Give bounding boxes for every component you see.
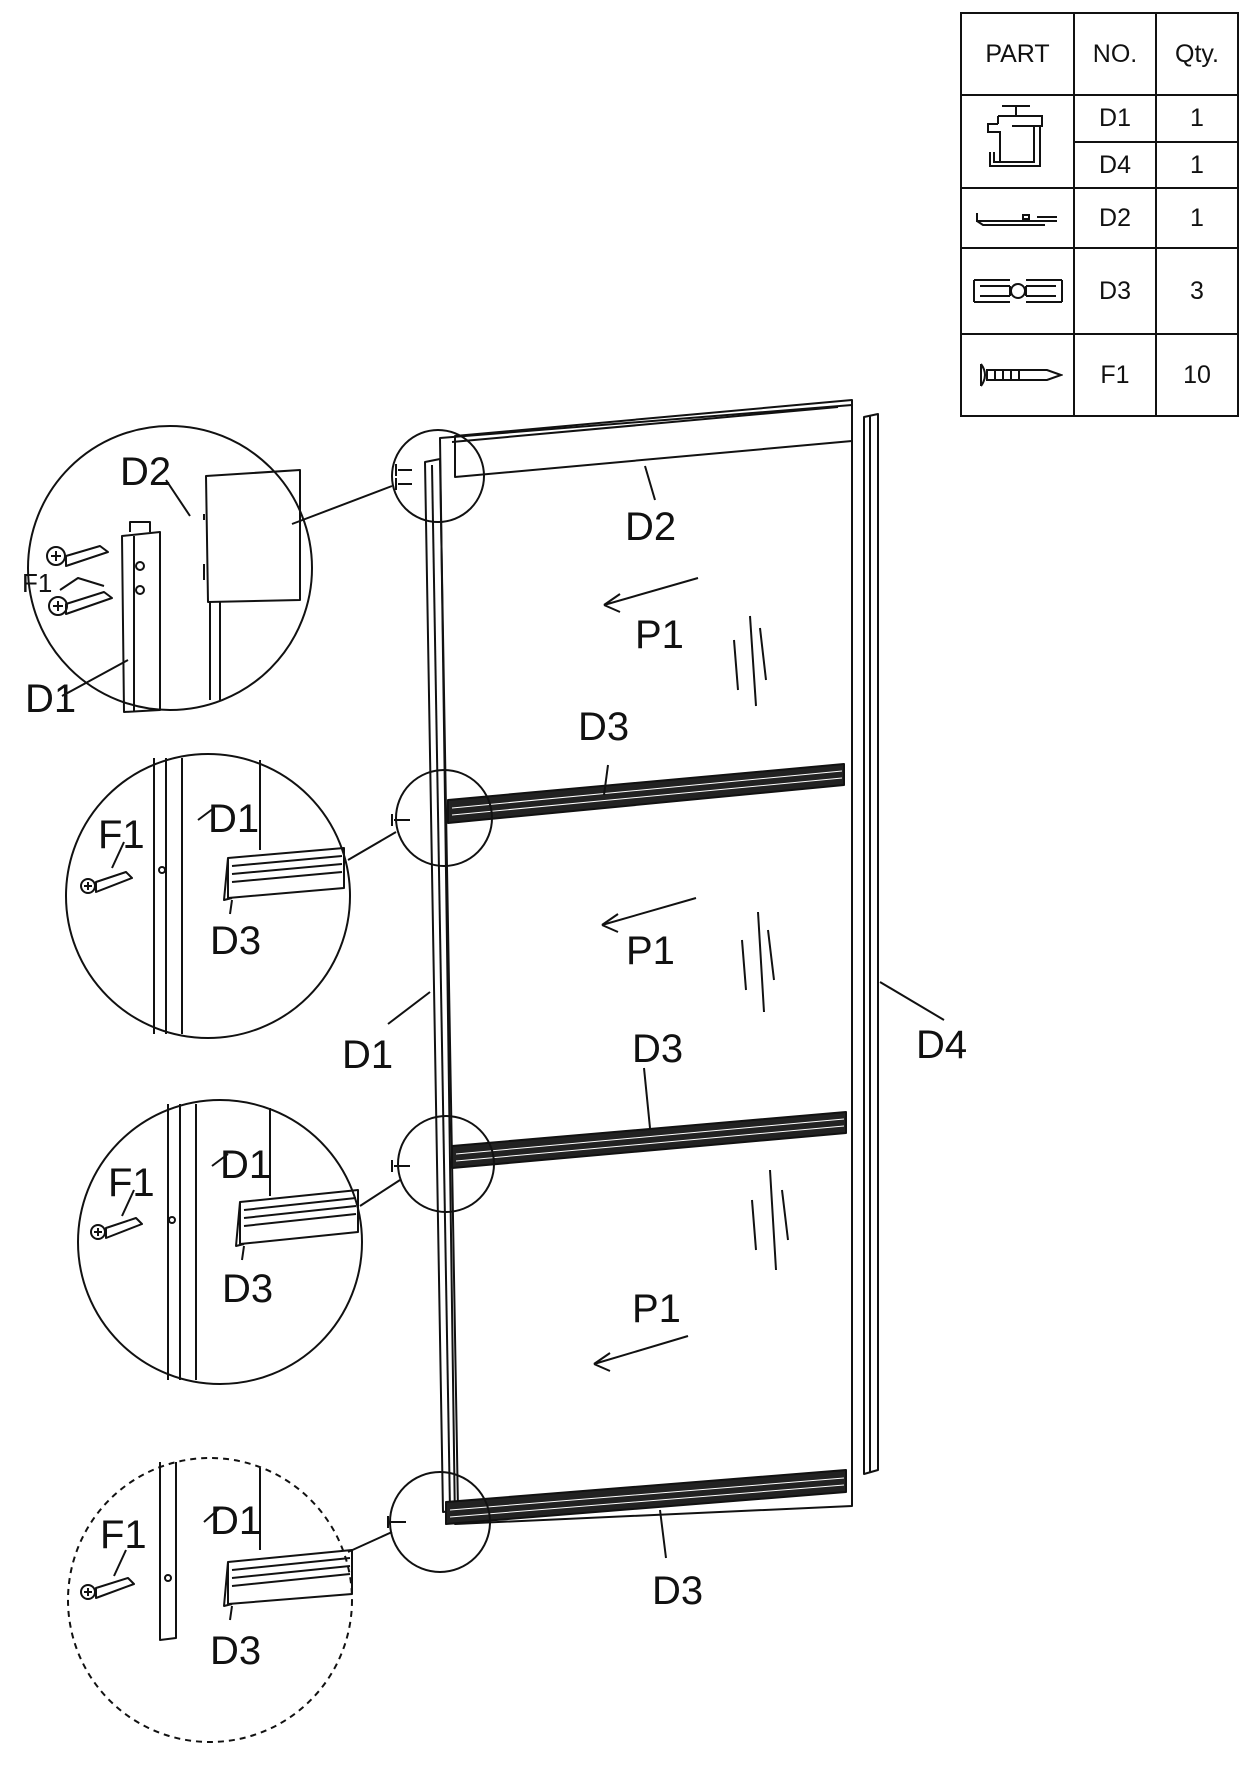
joint-screw-top (395, 464, 412, 490)
label-p1-3: P1 (632, 1287, 681, 1331)
part-qty: 1 (1155, 141, 1239, 189)
parts-row-d4: D4 1 (961, 141, 1239, 189)
screw-icon-graphic (979, 363, 1063, 387)
joint-circle-d3-2 (397, 1115, 495, 1213)
joint-circle-top (391, 429, 485, 523)
label-f1-detail: F1 (22, 568, 52, 598)
label-d3-detail-2: D3 (222, 1267, 273, 1311)
parts-row-d1: D1 1 (960, 94, 1239, 189)
leader-d4 (879, 981, 945, 1021)
label-d1-2: D1 (208, 797, 259, 841)
left-post-d1-edge (431, 464, 451, 1511)
detail-circle-top (27, 425, 313, 713)
label-d3-2: D3 (632, 1027, 683, 1071)
parts-row-d3: D3 3 (960, 247, 1239, 335)
glass-panel-outline (439, 404, 853, 1525)
labels: D2 F1 D1 D2 P1 D3 F1 D1 D3 P1 D1 D3 D4 F… (22, 450, 967, 1673)
parts-row-d2: D2 1 (960, 187, 1239, 249)
detail-circle-d3-3 (67, 1457, 353, 1743)
label-p1-2: P1 (626, 929, 675, 973)
detail-circle-d3-1 (65, 753, 351, 1039)
cross-bar-d3-3 (445, 1469, 847, 1525)
direction-arrow-2 (601, 897, 697, 933)
top-rail-profile-icon (960, 187, 1075, 249)
h-bar-profile-icon (960, 247, 1075, 335)
leader-d2-main (644, 465, 656, 501)
parts-table-header-row: PART NO. Qty. (960, 12, 1239, 96)
label-d2: D2 (625, 505, 676, 549)
leader-d3-1 (603, 764, 609, 796)
glass-reflection-3 (751, 1169, 789, 1271)
label-d3-3: D3 (652, 1569, 703, 1613)
part-number: D4 (1073, 141, 1157, 189)
top-rail-d2-edge (451, 406, 839, 443)
cross-bar-d3-2 (451, 1111, 847, 1169)
direction-arrow-3 (593, 1335, 689, 1372)
channel-profile-icon-graphic (986, 104, 1043, 167)
h-bar-profile-icon-graphic (972, 279, 1063, 303)
label-d3-1: D3 (578, 705, 629, 749)
joint-screw-3 (387, 1516, 406, 1528)
connector-line-4 (347, 1531, 393, 1553)
leader-d3-2 (643, 1067, 651, 1129)
label-d3-detail-3: D3 (210, 1629, 261, 1673)
glass-reflection-2 (741, 911, 775, 1013)
parts-row-f1: F1 10 (960, 333, 1239, 417)
part-number: F1 (1073, 333, 1157, 417)
header-no: NO. (1073, 12, 1157, 96)
screw-icon (960, 333, 1075, 417)
top-rail-profile-icon-graphic (975, 213, 1057, 226)
part-qty: 3 (1155, 247, 1239, 335)
part-qty: 10 (1155, 333, 1239, 417)
header-qty: Qty. (1155, 12, 1239, 96)
detail-circle-d3-2 (77, 1099, 363, 1385)
connector-line-1 (291, 485, 393, 525)
part-number: D3 (1073, 247, 1157, 335)
glass-reflection-1 (733, 615, 767, 707)
joint-screw-1 (391, 814, 410, 826)
label-f1-2: F1 (98, 813, 145, 857)
label-f1-3: F1 (108, 1161, 155, 1205)
label-d3-detail-1: D3 (210, 919, 261, 963)
joint-screw-2 (391, 1160, 410, 1172)
leader-d3-3 (659, 1509, 667, 1559)
part-number: D1 (1073, 94, 1157, 143)
label-d1-main: D1 (342, 1033, 393, 1077)
top-rail-d2 (454, 399, 853, 478)
label-d2-detail: D2 (120, 450, 171, 494)
part-qty: 1 (1155, 187, 1239, 249)
label-f1-4: F1 (100, 1513, 147, 1557)
leader-d1-main (387, 991, 431, 1025)
part-number: D2 (1073, 187, 1157, 249)
part-qty: 1 (1155, 94, 1239, 143)
cross-bar-d3-1 (447, 763, 845, 824)
label-d4: D4 (916, 1023, 967, 1067)
label-d1-detail: D1 (25, 677, 76, 721)
right-post-d4 (863, 413, 879, 1475)
direction-arrow-1 (603, 577, 699, 613)
joint-circle-d3-1 (395, 769, 493, 867)
channel-profile-icon (960, 94, 1075, 189)
connector-line-3 (359, 1179, 401, 1207)
label-d1-4: D1 (210, 1499, 261, 1543)
connector-line-2 (347, 831, 397, 861)
parts-table: PART NO. Qty. D1 1 D4 1 D2 1 (960, 12, 1239, 417)
header-part: PART (960, 12, 1075, 96)
label-p1-1: P1 (635, 613, 684, 657)
label-d1-3: D1 (220, 1143, 271, 1187)
